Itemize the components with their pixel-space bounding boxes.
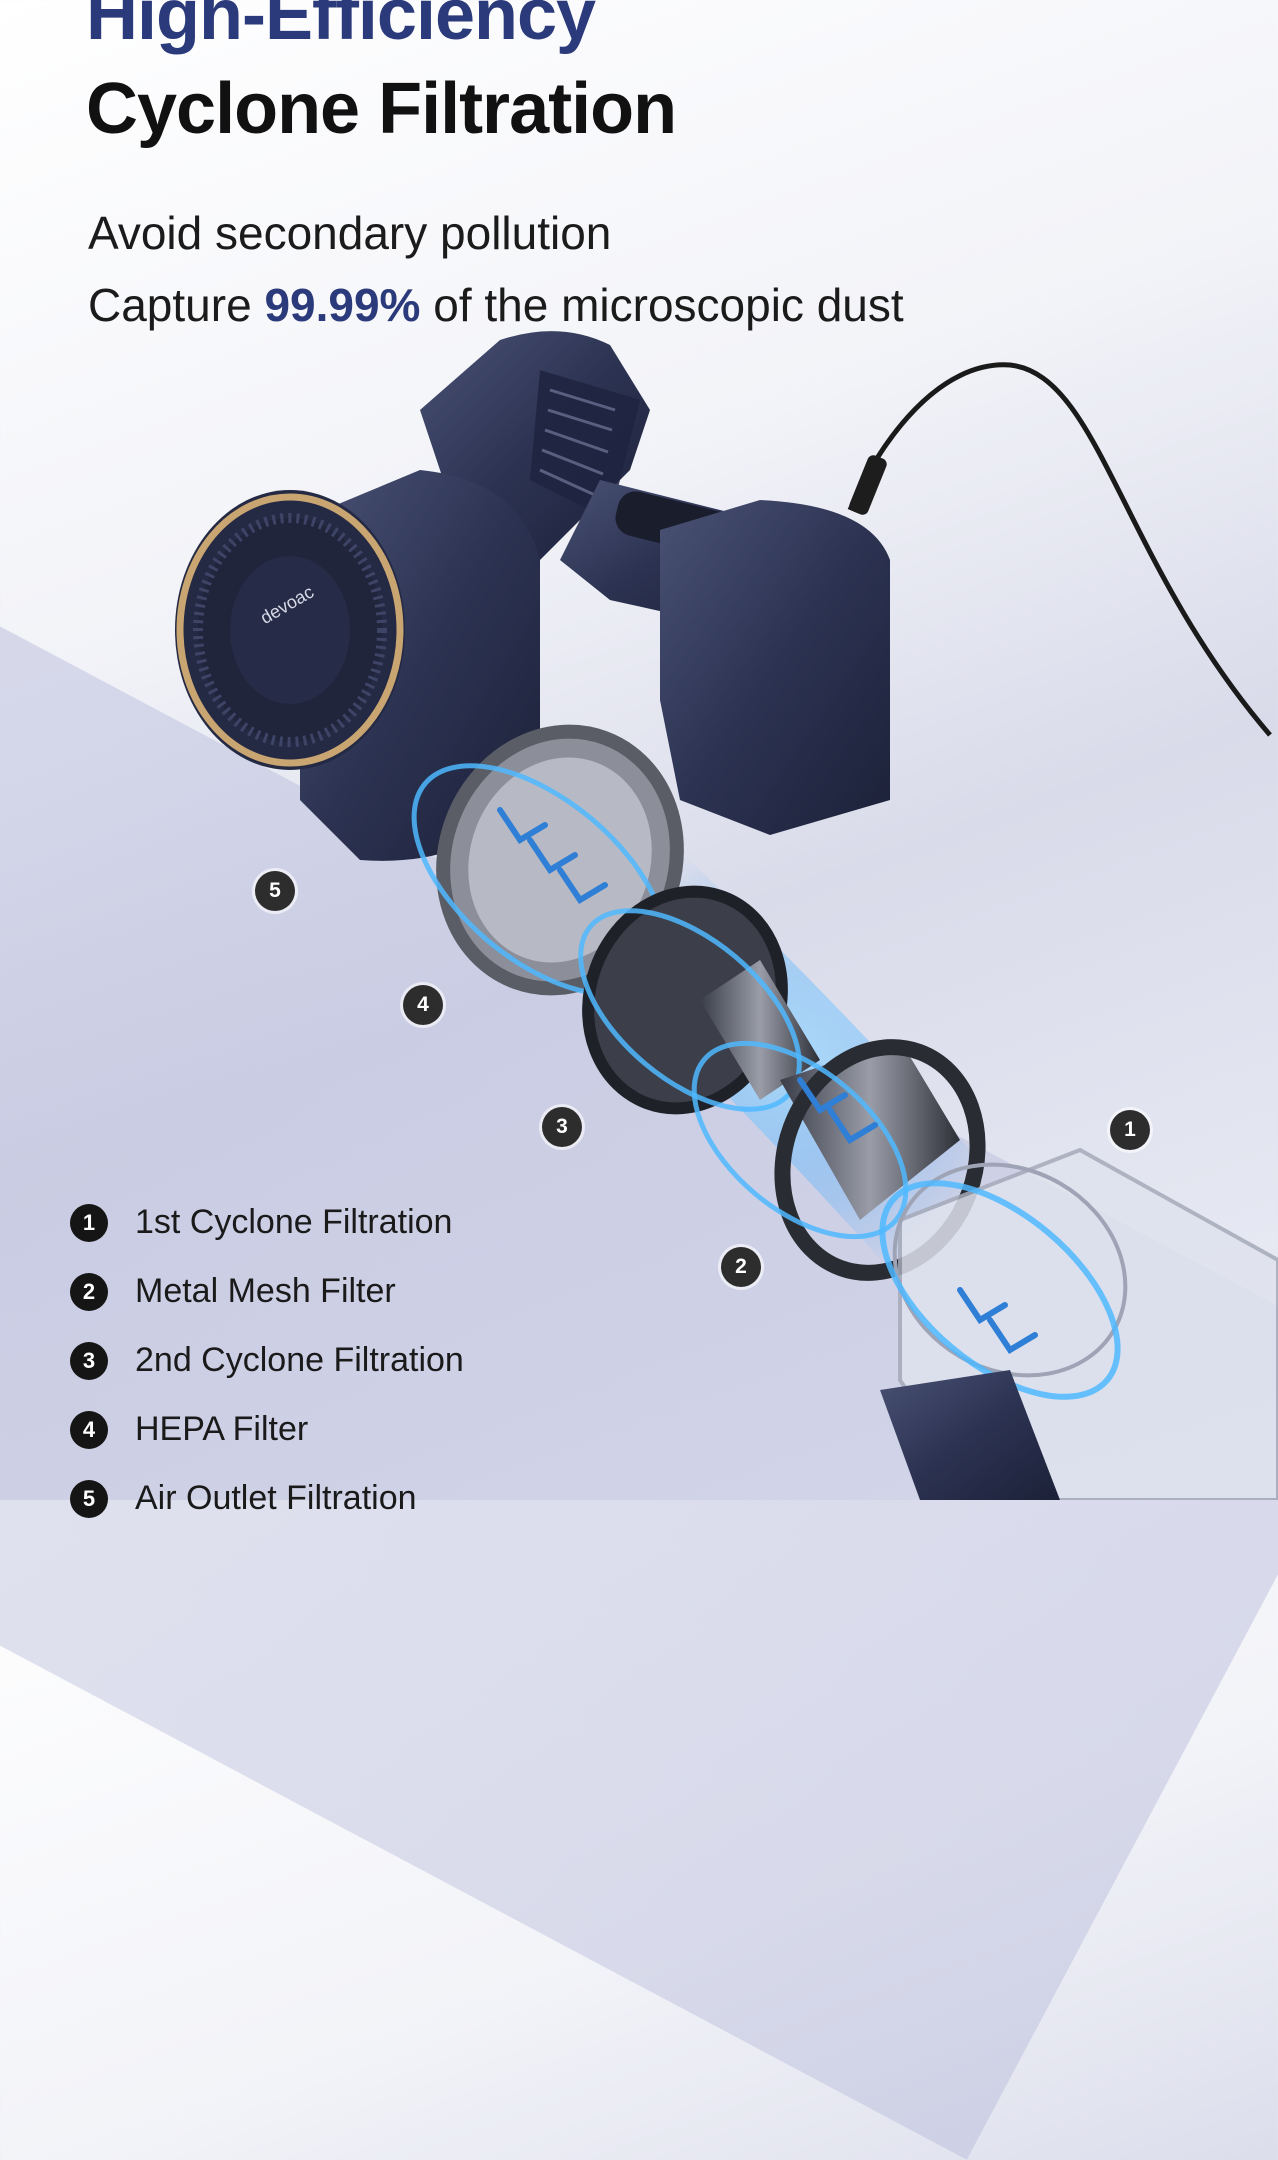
legend-label: Metal Mesh Filter (135, 1272, 396, 1310)
legend-item: 4 HEPA Filter (70, 1395, 464, 1464)
legend-number: 5 (70, 1479, 108, 1518)
capture-percentage: 99.99% (264, 279, 421, 331)
subheading-suffix: of the microscopic dust (420, 279, 904, 331)
vacuum-exploded-illustration: devoac (175, 331, 1278, 1500)
callout-badge-3: 3 (542, 1107, 582, 1147)
airflow-arrows (497, 807, 1038, 1355)
callout-badge-1: 1 (1110, 1110, 1150, 1150)
legend-label: HEPA Filter (135, 1410, 309, 1448)
gold-ring (176, 493, 404, 767)
legend-item: 1 1st Cyclone Filtration (70, 1188, 464, 1257)
callout-badge-2: 2 (721, 1247, 761, 1287)
legend-item: 2 Metal Mesh Filter (70, 1257, 464, 1326)
lower-nozzle (880, 1370, 1060, 1500)
callout-badge-5: 5 (255, 871, 295, 911)
title-line-2: Cyclone Filtration (86, 68, 677, 149)
legend-label: Air Outlet Filtration (135, 1479, 417, 1517)
legend-item: 5 Air Outlet Filtration (70, 1464, 464, 1533)
title-line-1: High-Efficiency (86, 0, 596, 55)
cord-plug (849, 455, 887, 515)
legend-label: 1st Cyclone Filtration (135, 1203, 453, 1241)
battery-pack (660, 500, 890, 835)
legend-number: 3 (70, 1341, 108, 1380)
legend-number: 4 (70, 1410, 108, 1449)
power-cord (847, 362, 1272, 737)
subheading-line-1: Avoid secondary pollution (88, 207, 612, 259)
legend-number: 1 (70, 1203, 108, 1242)
page-title: High-Efficiency Cyclone Filtration (86, 0, 677, 149)
legend-label: 2nd Cyclone Filtration (135, 1341, 464, 1379)
legend-number: 2 (70, 1272, 108, 1311)
subheading-line-2: Capture 99.99% of the microscopic dust (88, 278, 904, 332)
subheading-prefix: Capture (88, 279, 265, 331)
callout-badge-4: 4 (403, 985, 443, 1025)
legend-item: 3 2nd Cyclone Filtration (70, 1326, 464, 1395)
filtration-legend: 1 1st Cyclone Filtration 2 Metal Mesh Fi… (70, 1188, 464, 1533)
